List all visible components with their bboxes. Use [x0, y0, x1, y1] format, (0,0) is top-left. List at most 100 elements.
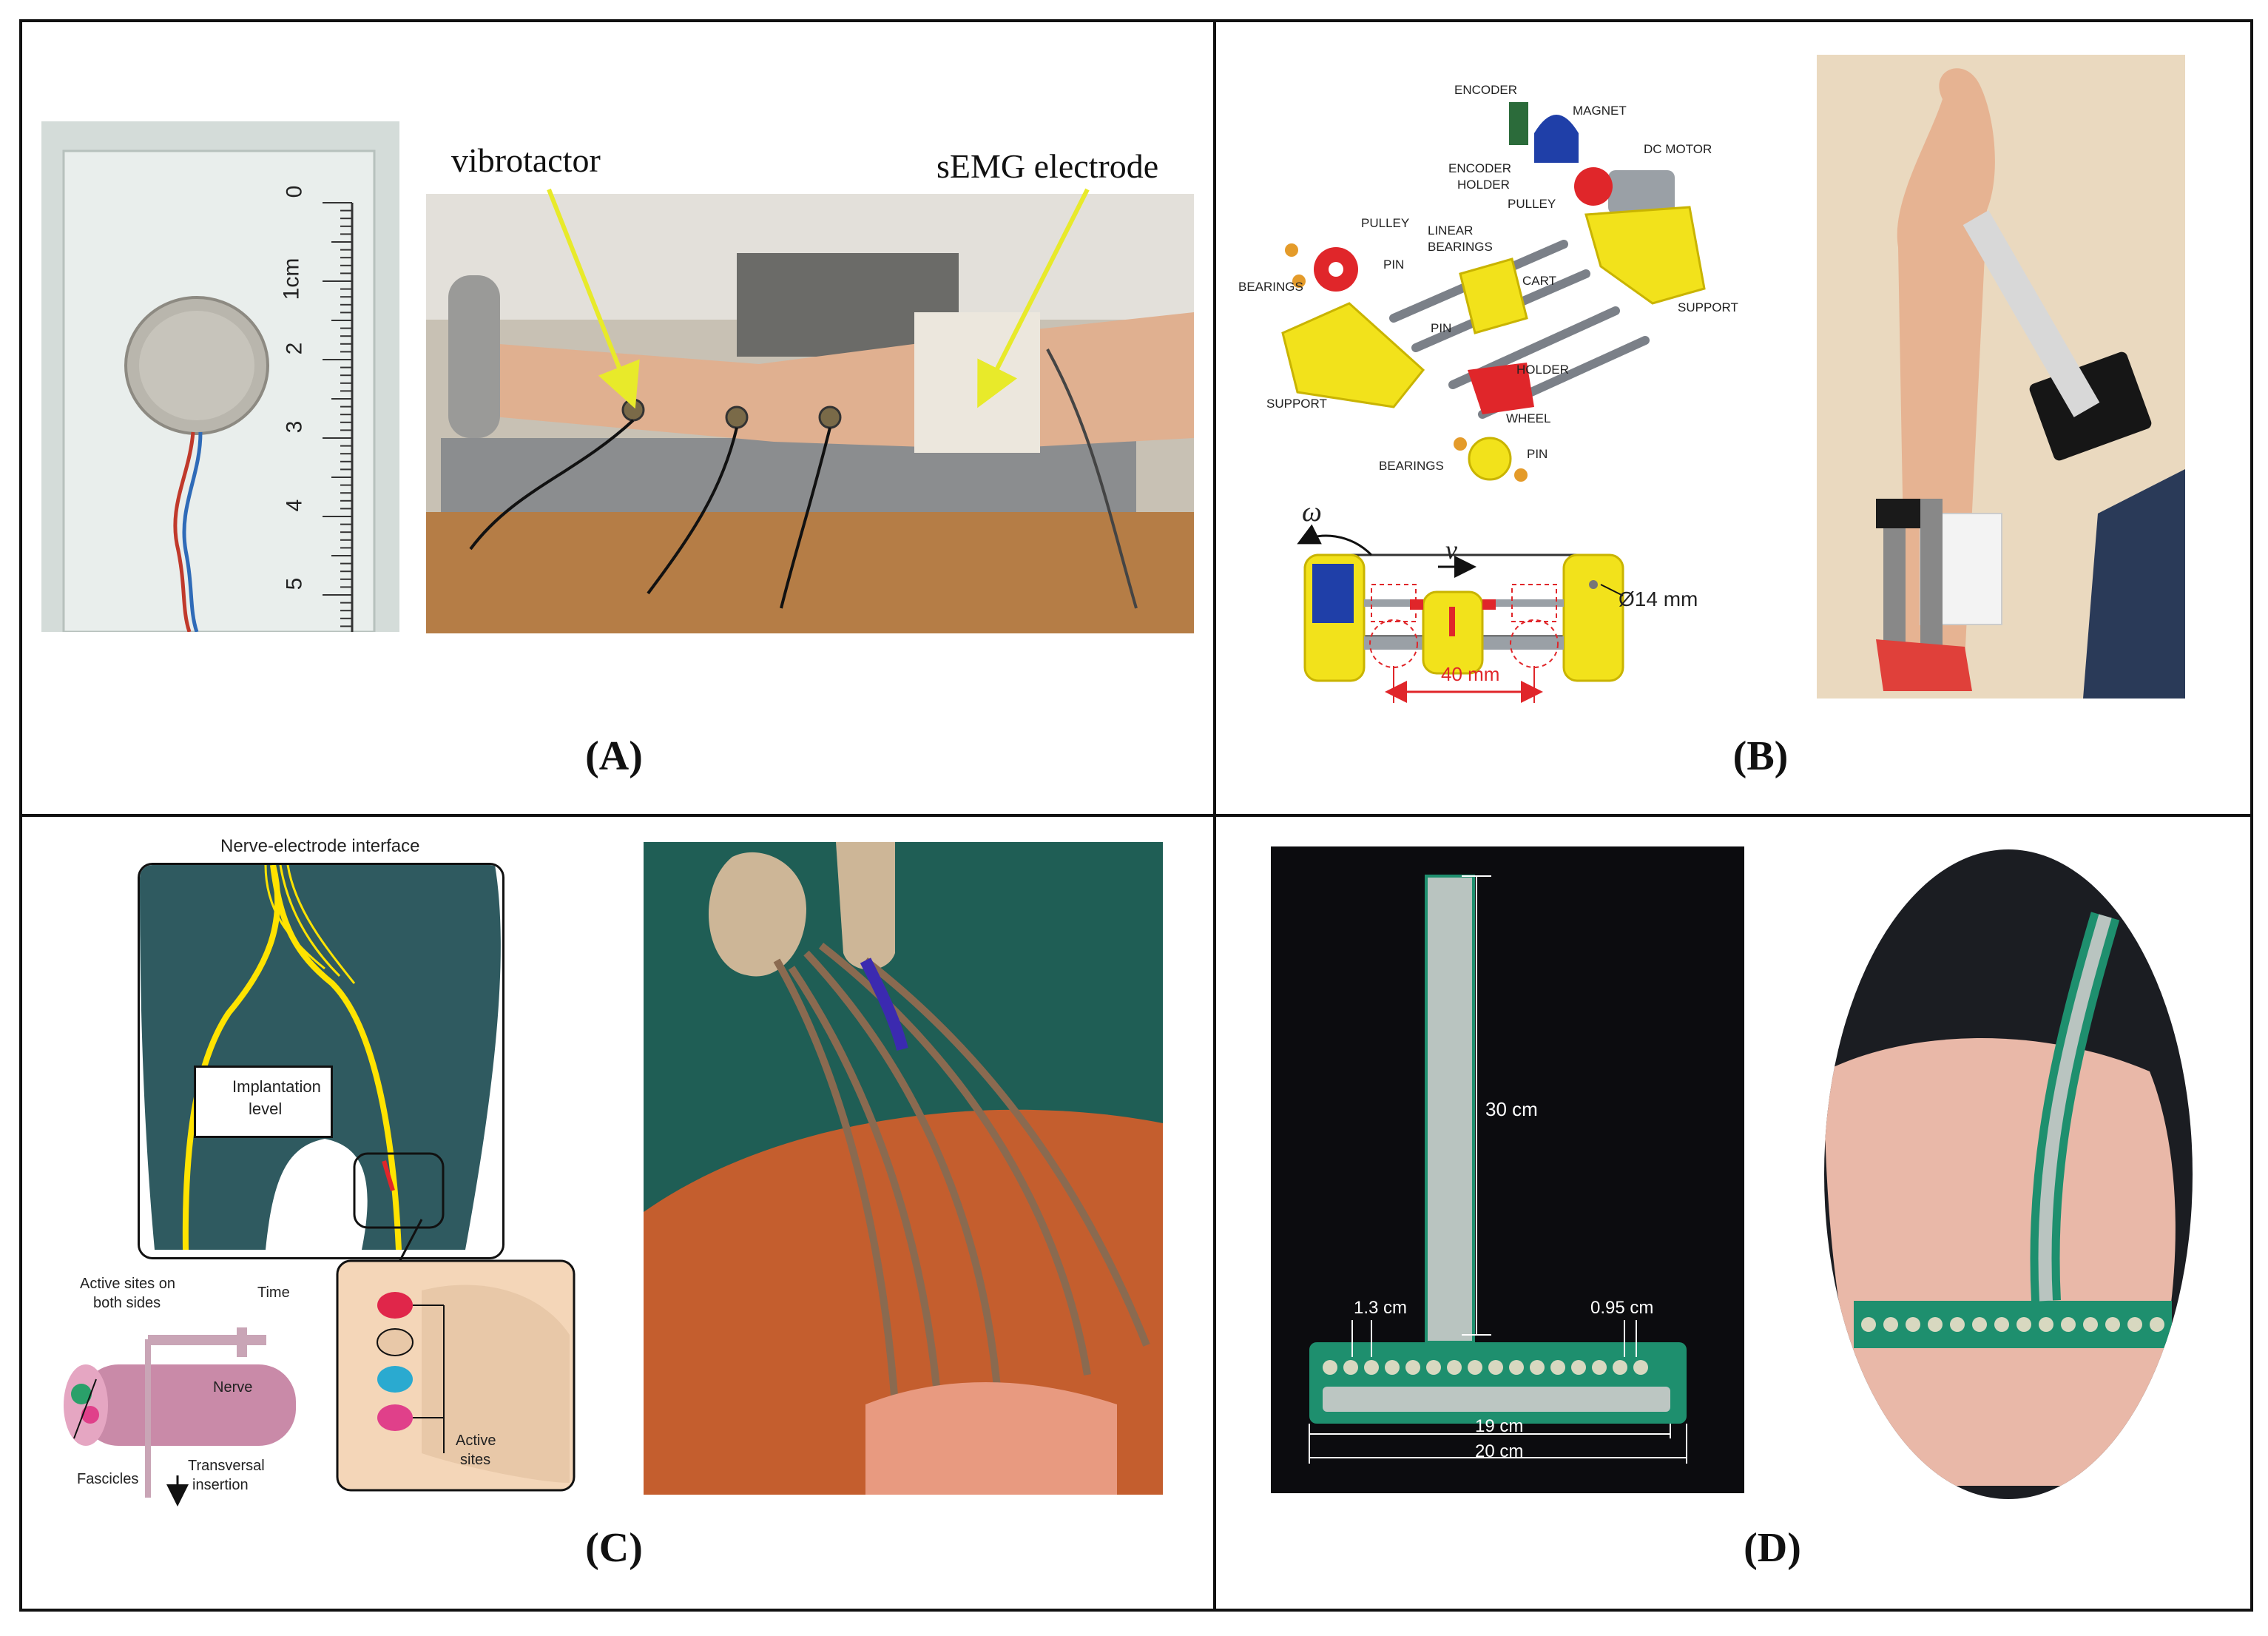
- label-encoder: ENCODER: [1454, 83, 1518, 97]
- label-pulley-right: PULLEY: [1508, 197, 1556, 211]
- surgery-photo: [644, 842, 1163, 1495]
- active-label-1: Active: [456, 1433, 496, 1449]
- panel-c: Nerve-electrode interface Implantation l…: [22, 817, 1213, 1609]
- leg-illustration: [140, 865, 501, 1250]
- label-dc-motor: DC MOTOR: [1644, 142, 1712, 156]
- panel-b: ENCODER MAGNET ENCODER HOLDER DC MOTOR P…: [1216, 22, 2252, 814]
- panel-divider-horizontal: [19, 814, 2253, 817]
- electrode-pad: [1385, 1360, 1400, 1375]
- arm-photo: [426, 194, 1194, 633]
- ruler-illustration: [41, 121, 399, 632]
- implantation-label-2: level: [249, 1100, 283, 1118]
- electrode-pad: [2105, 1317, 2120, 1332]
- electrode-pad: [1488, 1360, 1503, 1375]
- cad-exploded-view: [1281, 102, 1706, 703]
- nerve-label: Nerve: [213, 1379, 253, 1396]
- time-label: Time: [257, 1285, 290, 1301]
- active-label-2: sites: [460, 1452, 491, 1468]
- label-encoder-holder-1: ENCODER: [1448, 161, 1512, 175]
- electrode-pad: [1405, 1360, 1420, 1375]
- length-20cm-label: 20 cm: [1475, 1441, 1524, 1461]
- electrode-pad: [2061, 1317, 2076, 1332]
- width-095cm-label: 0.95 cm: [1590, 1298, 1654, 1318]
- panel-d-label: (D): [1744, 1525, 1801, 1571]
- arm-device-photo: [1817, 55, 2185, 699]
- diameter-label: Ø14 mm: [1619, 588, 1698, 610]
- electrode-pad: [1343, 1360, 1358, 1375]
- thigh-illustration: [1824, 849, 2193, 1499]
- electrode-pad: [1447, 1360, 1462, 1375]
- panel-d: 30 cm 1.3 cm 0.95 cm 19 cm 20 cm (D): [1216, 817, 2252, 1609]
- electrode-array-illustration: [1271, 846, 1744, 1493]
- label-pin-bottom: PIN: [1527, 447, 1548, 461]
- electrode-array-photo: 30 cm 1.3 cm 0.95 cm 19 cm 20 cm: [1271, 846, 1744, 1493]
- label-support-left: SUPPORT: [1266, 397, 1327, 411]
- electrode-pad: [1364, 1360, 1379, 1375]
- panel-a-arrows: [547, 188, 1090, 409]
- panel-a: 0 1cm 2 3 4 5 vibrotactor sEMG electrode: [22, 22, 1213, 814]
- ruler-photo: 0 1cm 2 3 4 5: [41, 121, 399, 632]
- electrode-pad: [1509, 1360, 1524, 1375]
- electrode-pad: [1530, 1360, 1545, 1375]
- electrode-pad: [1883, 1317, 1898, 1332]
- leg-box: [138, 863, 504, 1259]
- vibrotactor-arrow: [547, 188, 640, 409]
- vibrotactor-label: vibrotactor: [451, 141, 601, 179]
- length-label: 40 mm: [1441, 663, 1500, 685]
- panel-b-label: (B): [1732, 733, 1789, 779]
- label-wheel: WHEEL: [1506, 411, 1551, 425]
- electrode-pad: [1613, 1360, 1627, 1375]
- label-linear-bearings-2: BEARINGS: [1428, 240, 1493, 254]
- electrode-pad: [1323, 1360, 1337, 1375]
- electrode-pad: [1468, 1360, 1482, 1375]
- panel-c-label: (C): [585, 1525, 643, 1571]
- implantation-label-1: Implantation: [232, 1077, 321, 1096]
- electrode-pad: [1861, 1317, 1876, 1332]
- active-sites-both-1: Active sites on: [80, 1276, 175, 1292]
- transversal-label-1: Transversal: [188, 1458, 265, 1474]
- label-pin-left: PIN: [1383, 257, 1405, 272]
- electrode-pad: [1994, 1317, 2009, 1332]
- label-linear-bearings-1: LINEAR: [1428, 223, 1474, 238]
- label-encoder-holder-2: HOLDER: [1457, 178, 1510, 192]
- width-13cm-label: 1.3 cm: [1354, 1298, 1408, 1318]
- transversal-label-2: insertion: [192, 1477, 249, 1493]
- semg-arrow: [977, 188, 1090, 408]
- nerve-schematic: [64, 1219, 576, 1507]
- electrode-pad: [1592, 1360, 1607, 1375]
- electrode-pad: [1571, 1360, 1586, 1375]
- length-30cm-label: 30 cm: [1485, 1098, 1538, 1120]
- electrode-pad: [2127, 1317, 2142, 1332]
- electrode-pad: [1633, 1360, 1648, 1375]
- surgery-illustration: [644, 842, 1163, 1495]
- electrode-pad: [1928, 1317, 1943, 1332]
- electrode-pad: [2016, 1317, 2031, 1332]
- electrode-pad: [2150, 1317, 2164, 1332]
- label-pulley-left: PULLEY: [1361, 216, 1410, 230]
- nu-symbol: ν: [1445, 535, 1457, 565]
- electrode-pad: [2083, 1317, 2098, 1332]
- implantation-level-box: [194, 1066, 333, 1138]
- arm-device-illustration: [1817, 55, 2185, 699]
- fascicles-label: Fascicles: [77, 1471, 139, 1487]
- label-cart: CART: [1522, 274, 1556, 288]
- label-support-right: SUPPORT: [1678, 300, 1738, 314]
- electrode-pad: [1426, 1360, 1441, 1375]
- omega-symbol: ω: [1302, 496, 1322, 528]
- label-bearings-bottom: BEARINGS: [1379, 459, 1444, 473]
- nerve-electrode-interface-title: Nerve-electrode interface: [220, 836, 420, 856]
- electrode-pad: [1906, 1317, 1920, 1332]
- active-sites-both-2: both sides: [93, 1295, 161, 1311]
- panel-a-label: (A): [585, 733, 643, 779]
- thigh-photo: [1824, 849, 2193, 1499]
- length-19cm-label: 19 cm: [1475, 1416, 1524, 1436]
- label-holder: HOLDER: [1516, 363, 1569, 377]
- electrode-pad: [1972, 1317, 1987, 1332]
- label-pin-mid: PIN: [1431, 321, 1452, 335]
- label-bearings-left: BEARINGS: [1238, 280, 1303, 294]
- electrode-pad: [1550, 1360, 1565, 1375]
- semg-electrode-label: sEMG electrode: [936, 147, 1159, 185]
- electrode-pad: [1950, 1317, 1965, 1332]
- arm-illustration: [426, 194, 1194, 633]
- label-magnet: MAGNET: [1573, 104, 1627, 118]
